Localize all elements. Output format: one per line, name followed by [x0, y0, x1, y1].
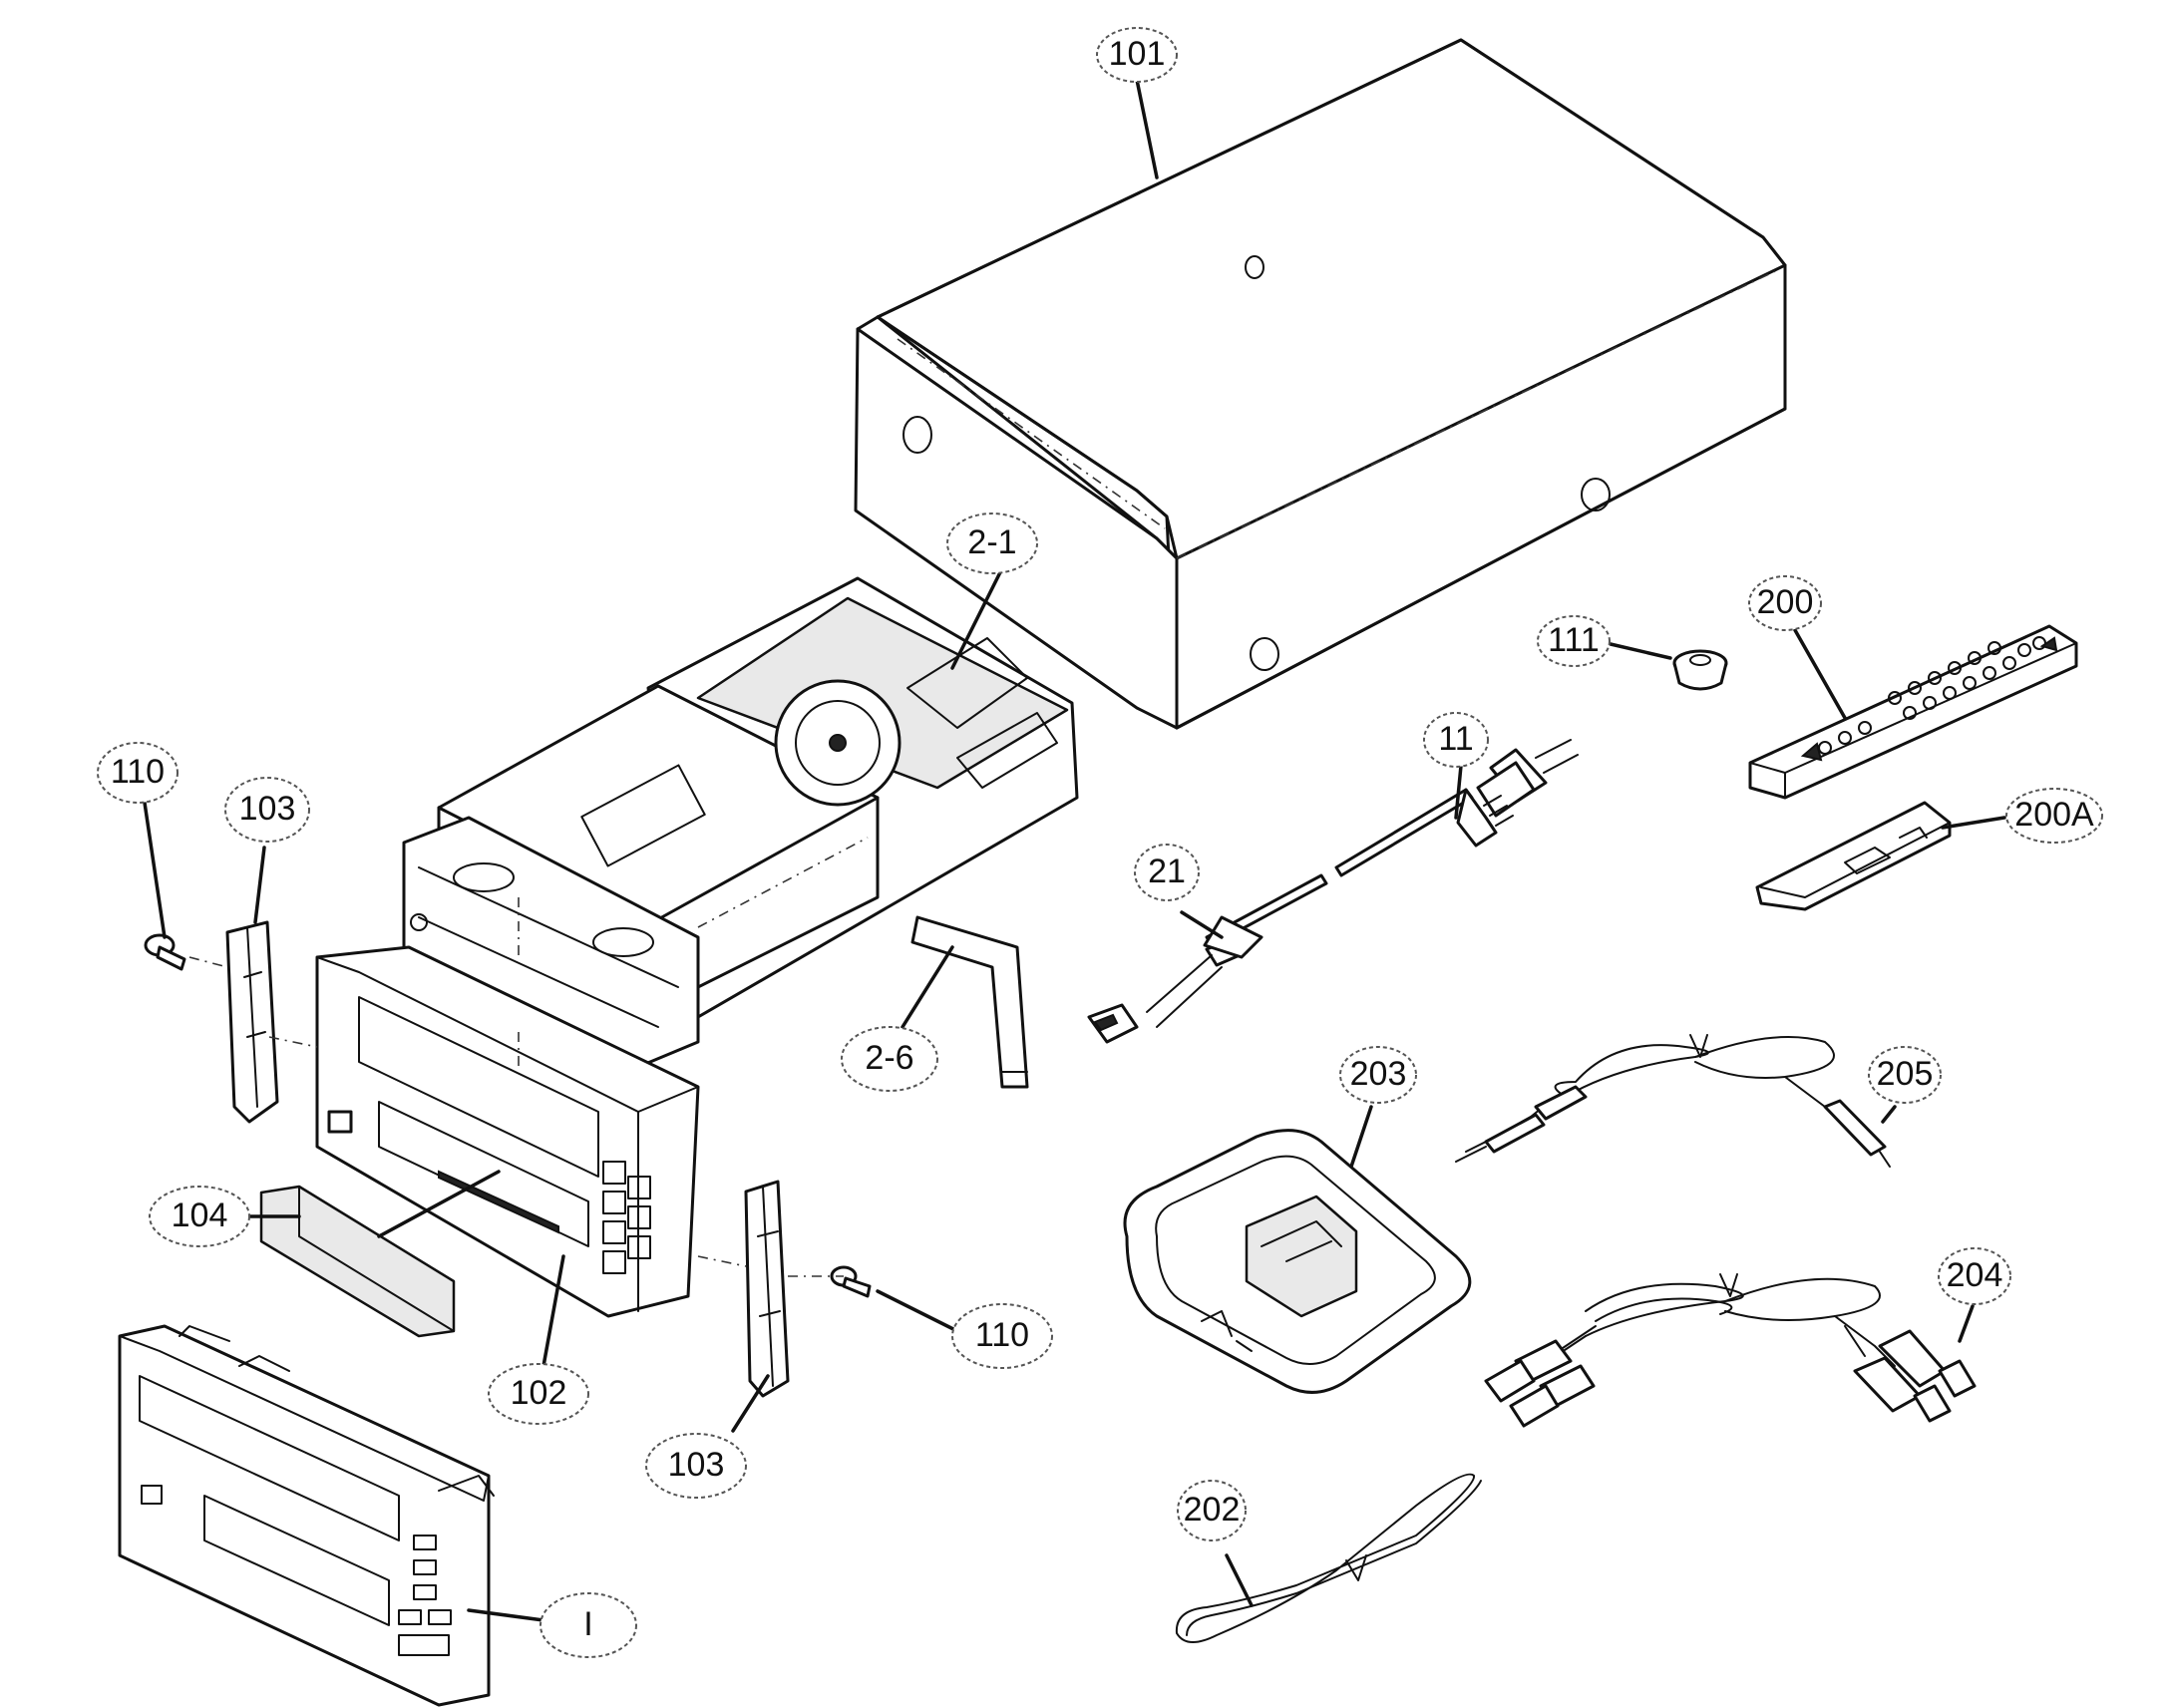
part-204-rca-cable: [1484, 1273, 1977, 1428]
callout-104-label: 104: [172, 1196, 228, 1234]
callout-101-label: 101: [1109, 35, 1166, 73]
callout-103-bottom-label: 103: [668, 1446, 725, 1484]
part-111-foot: [1672, 649, 1728, 691]
callout-104: 104: [149, 1186, 250, 1247]
callout-202-label: 202: [1184, 1491, 1241, 1529]
part-104-display-window: [259, 1185, 456, 1338]
callout-1: I: [540, 1592, 637, 1658]
callout-leaders: [143, 78, 2006, 1622]
assembly-guide-lines: [188, 956, 844, 1277]
callout-2-6: 2-6: [841, 1026, 938, 1092]
part-102-front-chassis: [315, 945, 700, 1318]
callout-110-left: 110: [97, 742, 179, 804]
callout-102-label: 102: [511, 1374, 567, 1412]
callout-205-label: 205: [1877, 1055, 1934, 1093]
callout-203: 203: [1339, 1046, 1417, 1104]
callout-101: 101: [1096, 27, 1178, 83]
callout-111-label: 111: [1548, 621, 1600, 659]
callout-200a-label: 200A: [2014, 796, 2094, 834]
part-103-bracket-right: [744, 1180, 790, 1398]
part-205-cable: [1455, 1034, 1891, 1168]
callout-2-1: 2-1: [946, 512, 1038, 574]
callout-204-label: 204: [1947, 1256, 2003, 1294]
callout-110-left-label: 110: [111, 753, 165, 791]
callout-110-right: 110: [951, 1303, 1053, 1369]
callout-102: 102: [488, 1363, 589, 1425]
part-21-connector-cable: [1087, 873, 1328, 1044]
part-110-screw-right: [830, 1265, 872, 1298]
callout-103-top-label: 103: [239, 790, 296, 828]
callout-2-6-label: 2-6: [865, 1039, 913, 1077]
part-2-6-ribbon-cable: [910, 915, 1029, 1089]
callout-11-label: 11: [1438, 720, 1473, 758]
callout-21: 21: [1134, 844, 1200, 901]
callout-200-label: 200: [1757, 583, 1814, 621]
callout-11: 11: [1423, 712, 1489, 768]
part-203-am-loop-antenna: [1123, 1129, 1472, 1394]
part-101-top-cover: [854, 38, 1787, 730]
part-1-front-panel: [118, 1324, 495, 1707]
callout-202: 202: [1177, 1480, 1247, 1541]
part-103-bracket-left: [225, 920, 279, 1124]
callout-200: 200: [1748, 575, 1822, 631]
callout-205: 205: [1868, 1046, 1942, 1104]
part-2-1-cd-mechanism: [402, 576, 1079, 1069]
callout-21-label: 21: [1148, 853, 1186, 890]
callout-103-bottom: 103: [645, 1433, 747, 1499]
callout-200a: 200A: [2005, 788, 2103, 844]
part-202-fm-antenna: [1175, 1473, 1482, 1643]
part-200-remote-control: [1748, 624, 2078, 800]
part-11-power-cord: [1334, 739, 1579, 877]
callout-2-1-label: 2-1: [967, 523, 1016, 561]
callout-203-label: 203: [1350, 1055, 1407, 1093]
callout-103-top: 103: [224, 777, 310, 843]
callout-110-right-label: 110: [975, 1316, 1029, 1354]
part-200a-battery-cover: [1755, 801, 1952, 911]
callout-111: 111: [1537, 615, 1611, 667]
callout-204: 204: [1938, 1247, 2011, 1305]
part-110-screw-left: [144, 933, 186, 971]
callout-1-label: I: [583, 1605, 592, 1643]
